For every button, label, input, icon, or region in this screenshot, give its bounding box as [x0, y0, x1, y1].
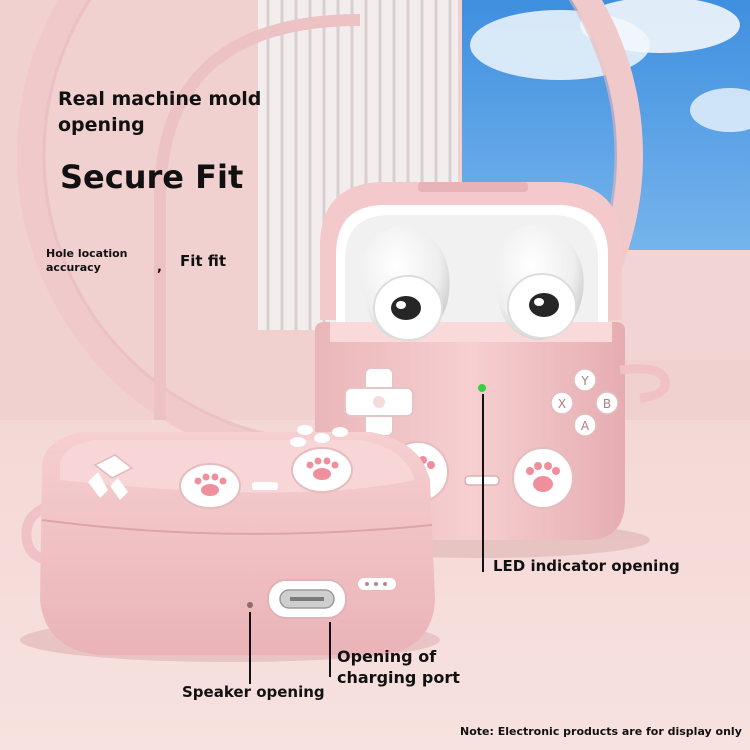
- feature-separator: ,: [157, 260, 162, 275]
- led-indicator: [478, 384, 486, 392]
- callout-speaker-opening: Speaker opening: [182, 683, 325, 701]
- speaker-opening-dot: [247, 602, 253, 608]
- speaker-leader-line: [249, 612, 251, 684]
- feature-fit: Fit fit: [180, 252, 227, 270]
- speaker-grille: [358, 578, 396, 590]
- button-a-label: A: [581, 419, 590, 433]
- led-leader-line: [482, 394, 484, 572]
- button-b-label: B: [603, 397, 611, 411]
- earbud-left: [360, 225, 450, 341]
- charging-port: [267, 579, 347, 619]
- headline-secure-fit: Secure Fit: [60, 158, 244, 196]
- closed-paw-right: [291, 447, 353, 493]
- paw-stick-right: [512, 447, 574, 509]
- button-x-label: X: [558, 397, 566, 411]
- feature-hole-location: Hole location accuracy: [46, 247, 128, 274]
- display-note: Note: Electronic products are for displa…: [460, 725, 742, 738]
- closed-dpad: [88, 454, 134, 500]
- headline-mold-opening: Real machine mold opening: [58, 88, 262, 136]
- port-leader-line: [329, 622, 331, 677]
- earbud-right: [496, 225, 584, 340]
- closed-case: [21, 425, 435, 655]
- closed-paw-left: [179, 463, 241, 509]
- callout-charging-port: Opening of charging port: [337, 647, 460, 687]
- button-y-label: Y: [580, 374, 589, 388]
- arch-frame: [154, 14, 361, 420]
- callout-led-indicator: LED indicator opening: [493, 557, 680, 575]
- window: [462, 0, 750, 360]
- dpad: [344, 367, 414, 437]
- abxy-buttons: Y X B A: [550, 368, 619, 437]
- closed-abxy: [290, 425, 348, 447]
